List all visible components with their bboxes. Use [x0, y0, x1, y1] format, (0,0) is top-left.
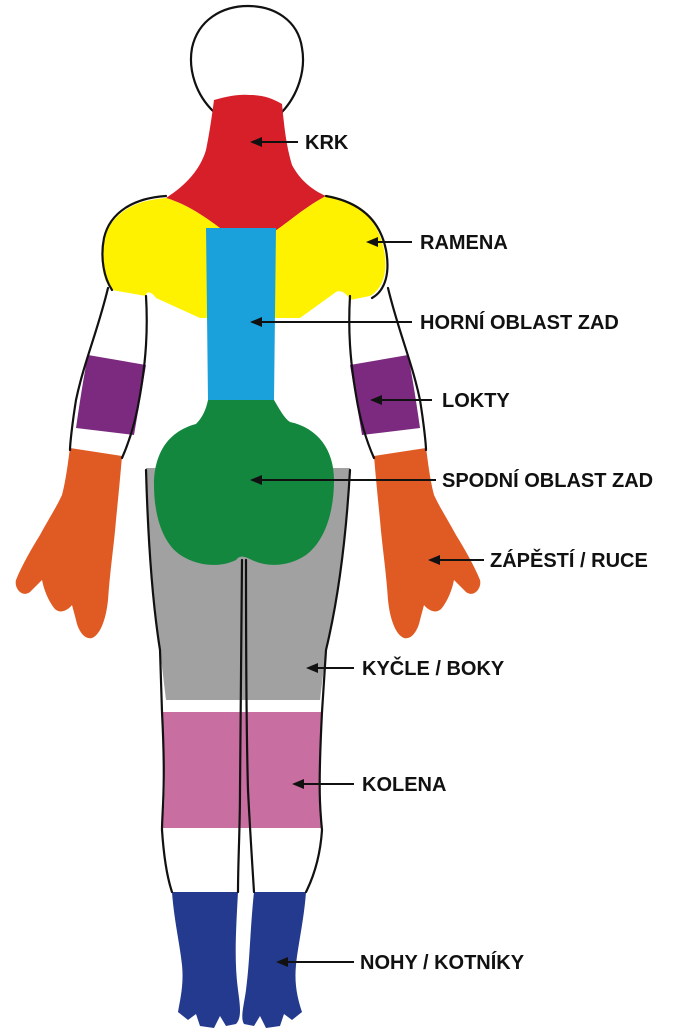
label-wrists-hands: ZÁPĚSTÍ / RUCE: [490, 548, 648, 572]
callout-elbows: LOKTY: [370, 390, 510, 412]
label-upper-back: HORNÍ OBLAST ZAD: [420, 311, 619, 334]
label-feet-ankles: NOHY / KOTNÍKY: [360, 951, 525, 974]
label-elbows: LOKTY: [442, 390, 510, 412]
callout-knees: KOLENA: [292, 774, 446, 796]
callout-shoulders: RAMENA: [366, 232, 508, 254]
callout-neck: KRK: [250, 132, 349, 154]
label-knees: KOLENA: [362, 774, 446, 796]
label-shoulders: RAMENA: [420, 232, 508, 254]
callout-feet-ankles: NOHY / KOTNÍKY: [276, 951, 525, 974]
label-neck: KRK: [305, 132, 349, 154]
label-hips: KYČLE / BOKY: [362, 656, 505, 680]
label-lower-back: SPODNÍ OBLAST ZAD: [442, 469, 653, 492]
callout-hips: KYČLE / BOKY: [306, 656, 505, 680]
callout-upper-back: HORNÍ OBLAST ZAD: [250, 311, 619, 334]
callout-lower-back: SPODNÍ OBLAST ZAD: [250, 469, 653, 492]
callout-wrists-hands: ZÁPĚSTÍ / RUCE: [428, 548, 648, 572]
